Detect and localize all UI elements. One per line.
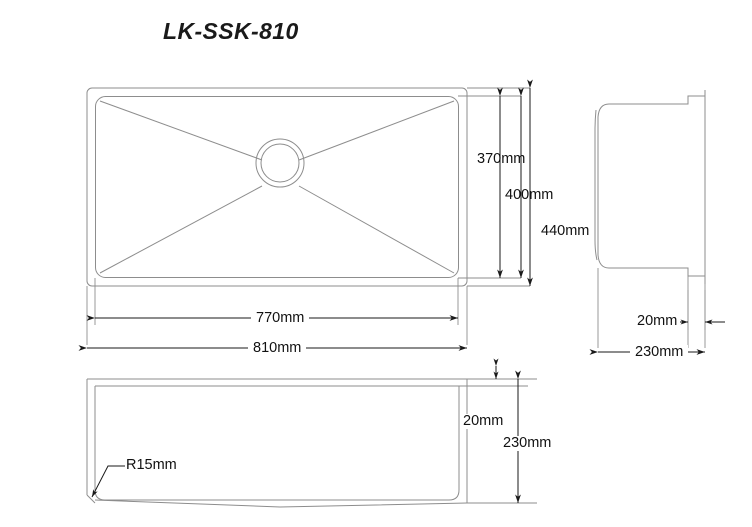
page-title: LK-SSK-810 <box>163 18 299 44</box>
dimension-label-radius: R15mm <box>126 457 177 473</box>
dimension-label-front-20: 20mm <box>460 414 507 429</box>
slope-line-bottom-left <box>99 185 263 274</box>
sink-outer-rim <box>86 87 468 287</box>
dimension-label-400: 400mm <box>505 187 554 203</box>
top-view-dimension-lines <box>78 79 533 351</box>
dimension-label-810: 810mm <box>248 341 307 356</box>
side-view-extension-lines <box>597 268 706 348</box>
front-view-callouts <box>91 465 125 498</box>
top-view-extension-lines <box>86 87 530 345</box>
front-bottom-slope <box>94 499 468 508</box>
side-view-geometry <box>594 90 706 284</box>
front-view-geometry <box>86 378 468 508</box>
top-view-geometry <box>86 87 468 287</box>
slope-line-bottom-right <box>298 185 455 274</box>
drain-inner-ring <box>260 143 300 183</box>
radius-leader-line <box>91 465 125 498</box>
dimension-label-770: 770mm <box>251 311 310 326</box>
side-wall-inner <box>594 109 598 261</box>
sink-inner-bowl <box>95 96 459 278</box>
dimension-label-side-20: 20mm <box>634 314 681 329</box>
front-body-outline <box>94 386 460 501</box>
slope-line-top-left <box>99 100 263 161</box>
dimension-label-side-230: 230mm <box>630 345 689 360</box>
drain-outer-ring <box>255 138 305 188</box>
dimension-label-370: 370mm <box>477 151 526 167</box>
slope-line-top-right <box>298 100 455 161</box>
front-corner-radius-edge <box>86 494 96 504</box>
dimension-label-front-230: 230mm <box>500 436 555 451</box>
side-profile-outline <box>597 95 705 277</box>
dimension-label-440: 440mm <box>541 223 590 239</box>
